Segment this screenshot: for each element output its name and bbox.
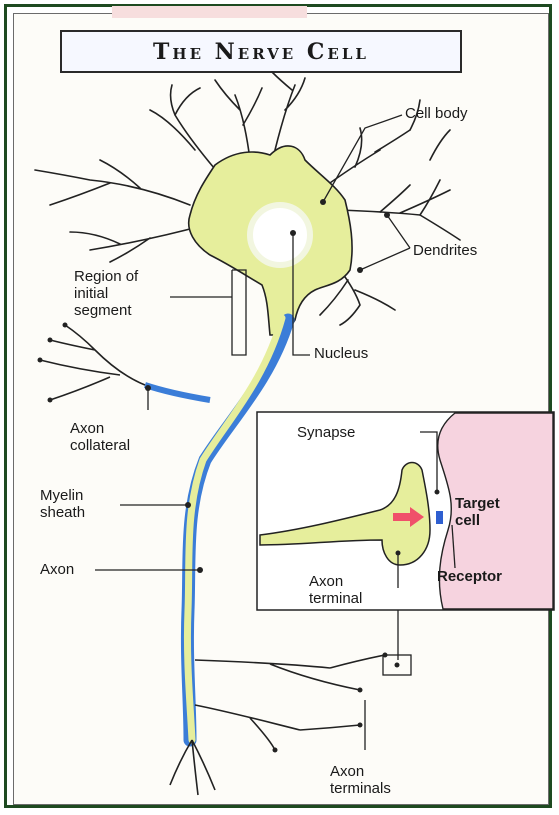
nucleus-shape — [250, 205, 310, 265]
axon-collateral-branch — [40, 325, 210, 400]
label-myelin-line2: sheath — [40, 504, 85, 522]
label-nucleus: Nucleus — [314, 345, 368, 363]
inset-label-synapse: Synapse — [297, 424, 355, 442]
inset-label-receptor: Receptor — [437, 568, 502, 586]
label-cell-body: Cell body — [405, 105, 468, 123]
label-dendrites: Dendrites — [413, 242, 477, 260]
label-axon-collateral-line1: Axon — [70, 420, 104, 438]
label-axon-collateral-line2: collateral — [70, 437, 130, 455]
inset-label-target-line2: cell — [455, 512, 480, 530]
label-axon-terminals-line1: Axon — [330, 763, 364, 781]
label-region-line1: Region of — [74, 268, 138, 286]
inset-label-target-line1: Target — [455, 495, 500, 513]
inset-label-axon-terminal-line1: Axon — [309, 573, 343, 591]
label-myelin-line1: Myelin — [40, 487, 83, 505]
label-region-line3: segment — [74, 302, 132, 320]
label-axon: Axon — [40, 561, 74, 579]
label-region-line2: initial — [74, 285, 108, 303]
label-axon-terminals-line2: terminals — [330, 780, 391, 798]
inset-label-axon-terminal-line2: terminal — [309, 590, 362, 608]
receptor-shape — [436, 511, 443, 524]
zoom-box-dot — [395, 663, 400, 668]
